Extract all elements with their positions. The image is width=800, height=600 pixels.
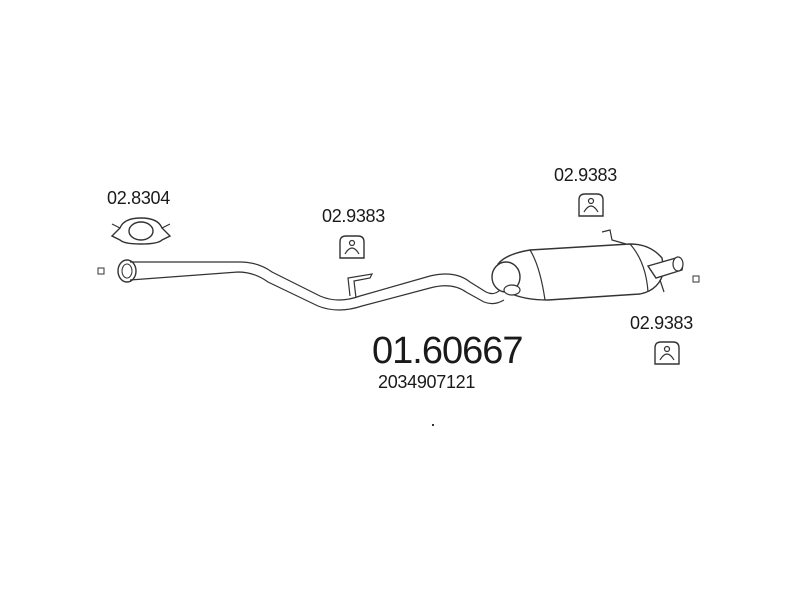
main-part-number: 01.60667	[372, 330, 523, 372]
top-hanger-part-number: 02.9383	[554, 165, 617, 185]
rubber-hanger-icon	[339, 235, 365, 259]
clamp-part-number: 02.8304	[107, 188, 170, 208]
stray-dot	[432, 424, 434, 426]
rear-hanger-part-number: 02.9383	[630, 313, 693, 333]
front-hanger-part-number: 02.9383	[322, 206, 385, 226]
rubber-hanger-icon	[654, 341, 680, 365]
oe-part-number: 2034907121	[378, 372, 476, 392]
rubber-hanger-icon	[578, 193, 604, 217]
pipe-clamp-icon	[110, 217, 172, 245]
